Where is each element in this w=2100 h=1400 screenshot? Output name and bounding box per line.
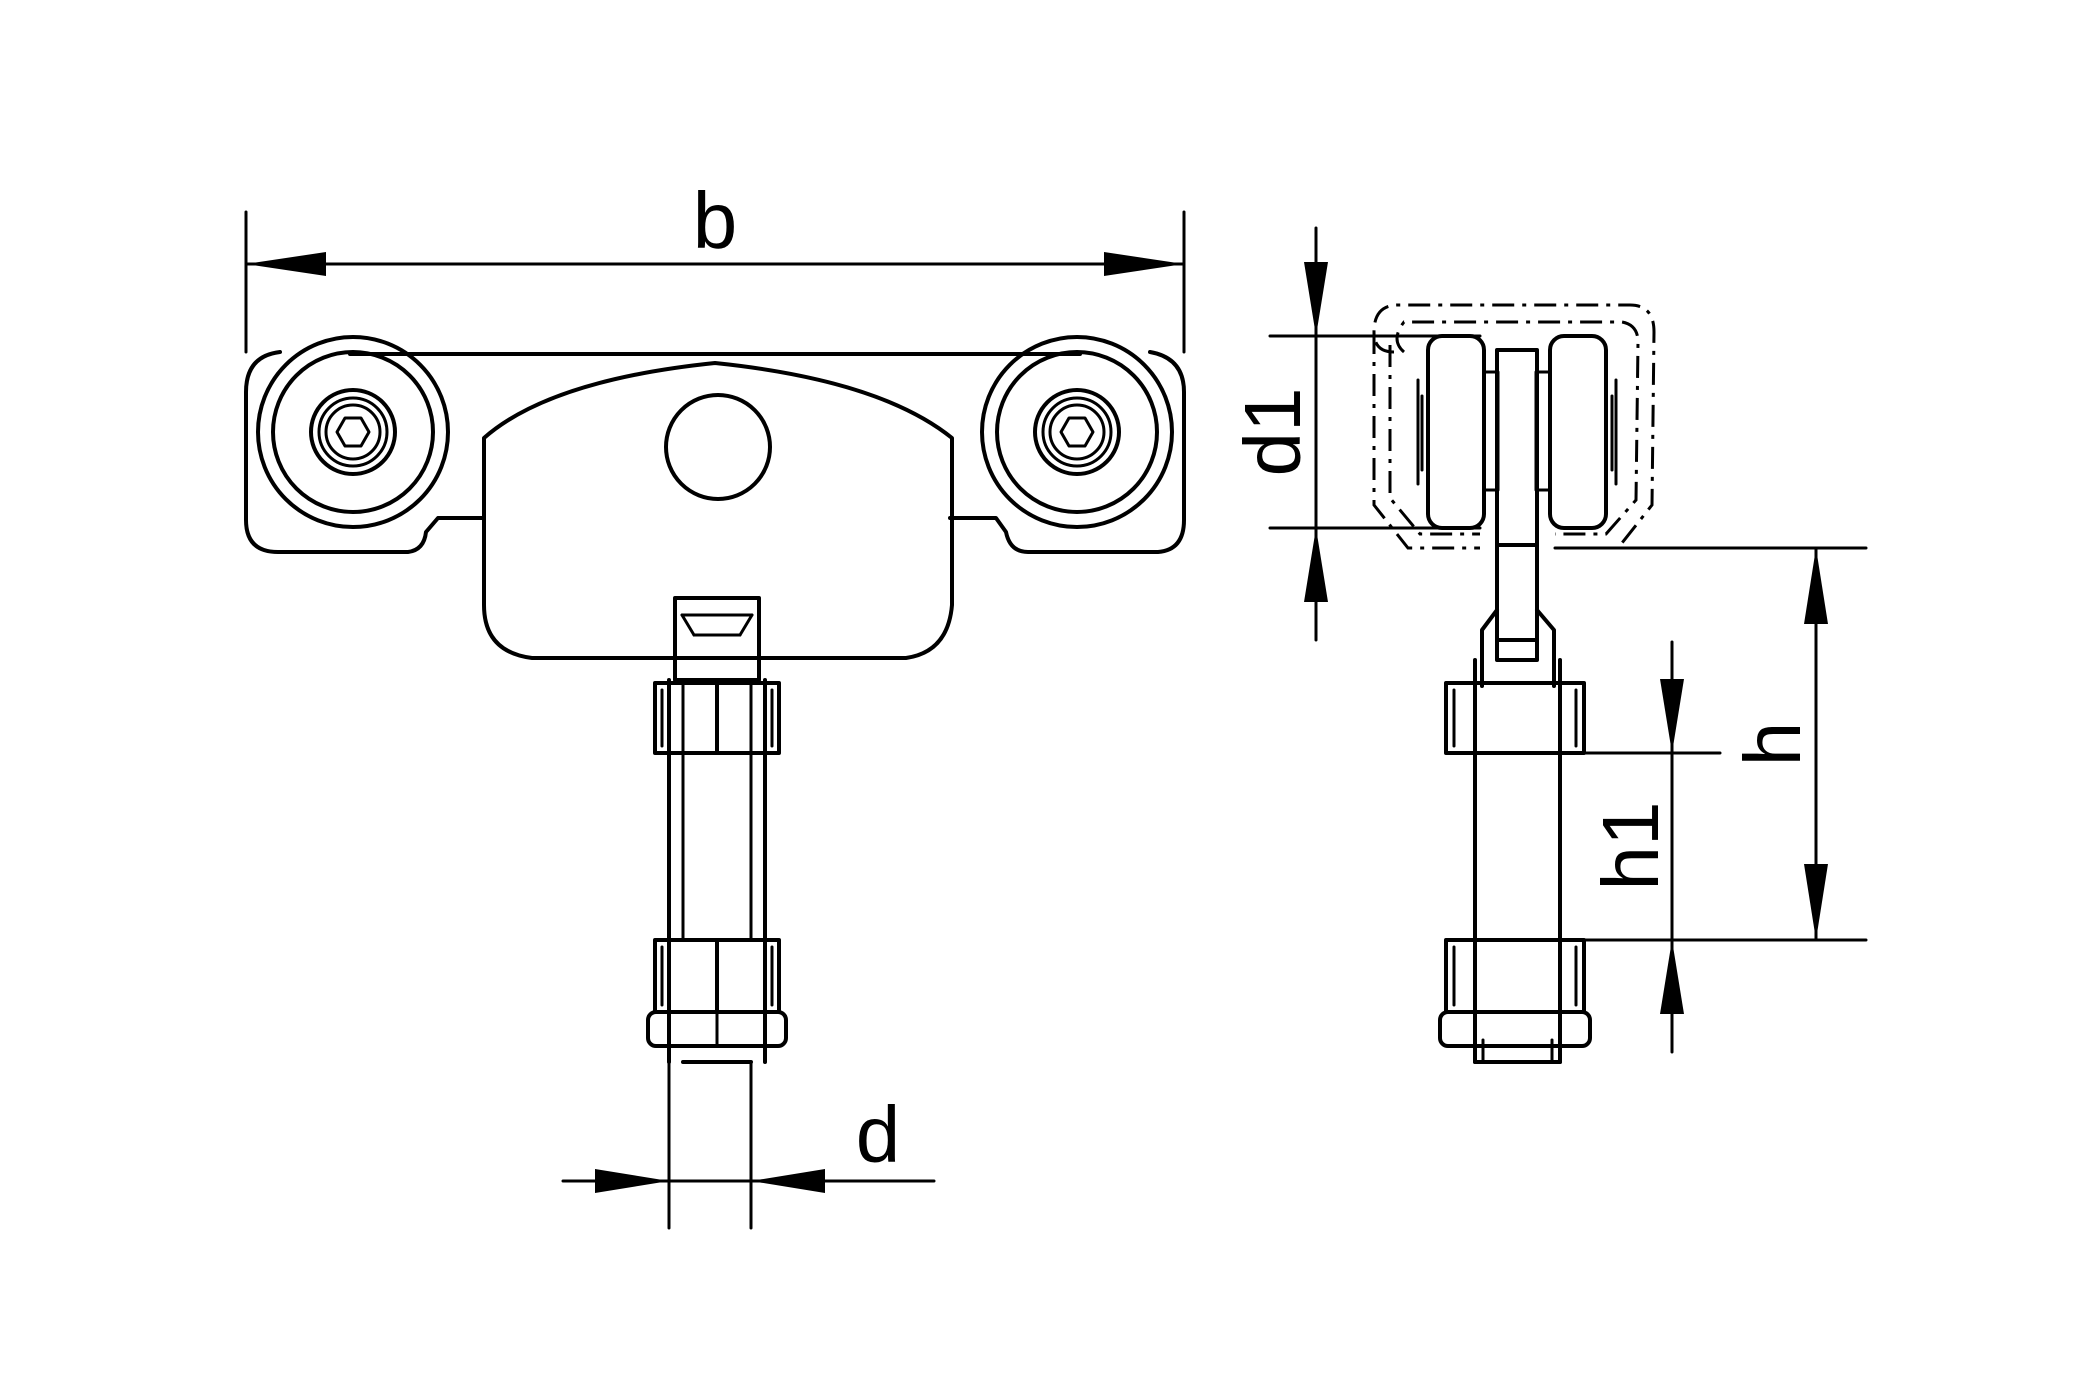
bolt-stem (673, 596, 761, 682)
dimension-d1 (1268, 226, 1482, 642)
dimension-d (561, 1060, 936, 1230)
dimension-h1 (1582, 640, 1722, 1054)
upper-hex-nut (653, 681, 781, 755)
label-h1: h1 (1586, 802, 1675, 891)
right-roller-wheel (980, 335, 1174, 529)
front-view: b d (244, 176, 1186, 1230)
left-roller-wheel (256, 335, 450, 529)
side-threaded-rod (1473, 658, 1562, 1064)
side-lower-nut (1438, 938, 1592, 1048)
side-center-plate (1495, 348, 1539, 662)
dimension-h (1553, 546, 1868, 942)
right-side-roller (1534, 334, 1618, 530)
hex-socket-icon (1059, 416, 1095, 448)
left-side-roller (1416, 334, 1500, 530)
dimension-b (244, 210, 1186, 354)
label-d1: d1 (1228, 388, 1317, 477)
threaded-rod (667, 678, 767, 1064)
side-view: d1 h h1 (1228, 226, 1868, 1064)
base-plate (244, 350, 1186, 554)
side-upper-nut (1444, 681, 1586, 755)
label-d: d (856, 1090, 901, 1179)
label-b: b (693, 176, 738, 265)
carriage-body (482, 361, 954, 660)
side-bolt-taper (1480, 608, 1556, 688)
lower-hex-nut (646, 938, 788, 1048)
label-h: h (1728, 722, 1817, 767)
body-bore (664, 393, 772, 501)
hex-socket-icon (335, 416, 371, 448)
